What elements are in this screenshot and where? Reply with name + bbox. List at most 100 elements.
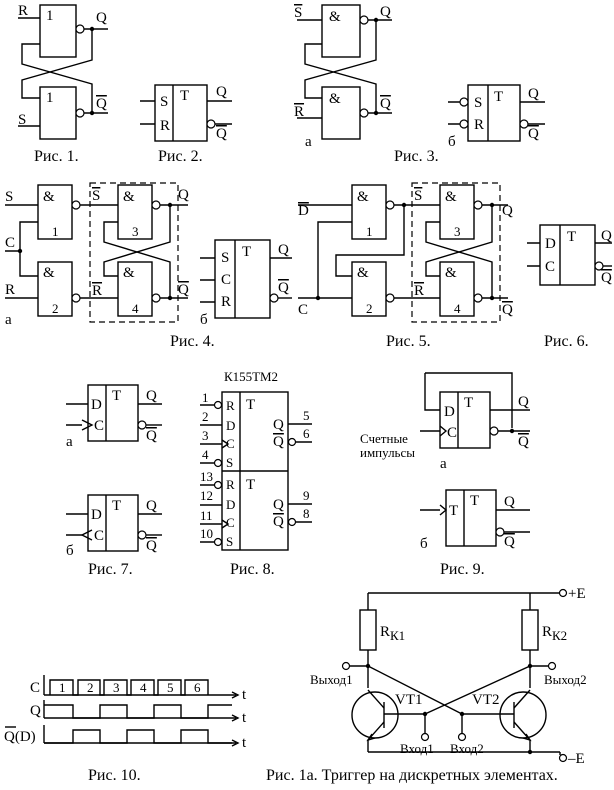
pin-q: Q: [273, 497, 284, 513]
gate-number: 4: [132, 301, 139, 316]
caption-fig9: Рис. 9.: [440, 561, 485, 578]
caption-fig7: Рис. 7.: [88, 561, 133, 578]
symbol-t: T: [470, 493, 479, 509]
variant-a: а: [5, 312, 12, 328]
inner-s-bar: S: [414, 188, 422, 204]
output-q: Q: [380, 4, 391, 20]
variant-a: а: [305, 134, 312, 150]
fig1a-discrete-trigger: +E RК1 RК2 Выход1 Выход2 VT1 VT2 Вход1 В…: [266, 586, 587, 784]
gate-number: 2: [52, 301, 59, 316]
count-pulses-label: импульсы: [360, 445, 415, 460]
pin-d: D: [444, 404, 455, 420]
pin-r: R: [226, 398, 235, 413]
input-s: S: [5, 189, 13, 205]
output-q: Q: [216, 84, 227, 100]
pin-r: R: [474, 117, 484, 133]
caption-fig8: Рис. 8.: [230, 561, 275, 578]
pulse-box: [192, 682, 204, 693]
pin-r: R: [221, 294, 231, 310]
variant-b: б: [200, 312, 208, 328]
symbol-t: T: [112, 388, 121, 404]
pin-number: 3: [202, 428, 209, 443]
signal-q-bar-d: Q(D): [4, 729, 36, 745]
input-d-bar: D: [298, 203, 309, 219]
input-s-bar: S: [294, 5, 302, 21]
transistor-vt2: VT2: [472, 692, 500, 708]
gate-label: &: [329, 9, 341, 25]
output-q-bar: Q: [601, 270, 612, 286]
output-q: Q: [278, 242, 289, 258]
gate-label: &: [357, 189, 369, 205]
transistor-vt1: VT1: [395, 692, 423, 708]
supply-plus: +E: [568, 586, 586, 602]
fig6-d-symbol: D C T Q Q Рис. 6.: [527, 224, 612, 350]
caption-fig6: Рис. 6.: [544, 333, 589, 350]
output-q-bar: Q: [146, 538, 157, 554]
caption-fig10: Рис. 10.: [88, 767, 141, 784]
fig1-rs-latch-nor: 1 1 R S Q Q Рис. 1.: [18, 3, 108, 165]
pin-number: 11: [200, 508, 213, 523]
count-pulses-label: Счетные: [360, 431, 408, 446]
pulse-number: 4: [140, 680, 147, 695]
pin-number: 4: [202, 447, 209, 462]
output-q-bar: Q: [96, 96, 107, 112]
supply-minus: –E: [567, 751, 585, 767]
pin-q: Q: [273, 417, 284, 433]
output-q-bar: Q: [504, 534, 515, 550]
pulse-number: 3: [113, 680, 120, 695]
symbol-t: T: [494, 89, 503, 105]
pin-q-bar: Q: [273, 434, 284, 450]
pin-number: 2: [202, 409, 209, 424]
symbol-t: T: [464, 395, 473, 411]
fig8-k155tm2-chip: К155ТМ2 T T R D C S R D C S 1 2 3 4 13 1…: [200, 369, 312, 578]
fig4b-symbol: S C R T Q Q б Рис. 4.: [170, 239, 292, 350]
output-q: Q: [96, 10, 107, 26]
pin-number: 10: [200, 526, 213, 541]
pulse-number: 5: [167, 680, 174, 695]
input-2: Вход2: [450, 741, 484, 756]
gate-number: 2: [366, 301, 373, 316]
pin-c: C: [226, 436, 235, 451]
output-q-bar: Q: [380, 96, 391, 112]
pin-d: D: [226, 418, 235, 433]
pin-s: S: [160, 94, 168, 110]
caption-fig1: Рис. 1.: [34, 148, 79, 165]
pin-c: C: [94, 528, 104, 544]
inner-r-bar: R: [414, 283, 424, 299]
pin-d: D: [91, 397, 102, 413]
pulse-box: [165, 682, 177, 693]
output-q: Q: [504, 494, 515, 510]
resistor-rk2: RК2: [542, 624, 567, 643]
input-r-bar: R: [294, 104, 304, 120]
gate-label: &: [43, 189, 55, 205]
output-q: Q: [518, 394, 529, 410]
gate-number: 4: [454, 301, 461, 316]
symbol-t: T: [246, 397, 255, 413]
fig3b-rs-symbol: S R T Q Q б Рис. 3.: [394, 84, 545, 165]
variant-b: б: [66, 543, 74, 559]
gate-label: &: [357, 265, 369, 281]
pin-number: 5: [303, 408, 310, 423]
output-q: Q: [146, 388, 157, 404]
pulse-box: [138, 682, 150, 693]
resistor-rk1: RК1: [380, 624, 405, 643]
caption-fig1a: Рис. 1а. Триггер на дискретных элементах…: [266, 767, 558, 784]
symbol-t: T: [180, 88, 189, 104]
output-q-bar: Q: [528, 126, 539, 142]
fig5-d-latch: & & 1 2 D C & & 3 4 S R Q Q Рис. 5.: [298, 182, 513, 350]
pin-r: R: [226, 477, 235, 492]
pin-number: 6: [303, 426, 310, 441]
pin-number: 1: [202, 390, 209, 405]
pulse-box: [57, 682, 69, 693]
output-q-bar: Q: [178, 282, 189, 298]
output-q-bar: Q: [278, 280, 289, 296]
gate-label: &: [329, 91, 341, 107]
symbol-t: T: [246, 477, 255, 493]
fig4-clocked-rs: & & 1 2 S C R а & & 3 4 S R Q Q: [5, 182, 189, 328]
fig3-rs-latch-nand: & & S R Q Q а: [294, 4, 392, 150]
pin-s: S: [474, 95, 482, 111]
fig2-rs-symbol: S R T Q Q Рис. 2.: [140, 84, 232, 165]
pin-r: R: [160, 118, 170, 134]
